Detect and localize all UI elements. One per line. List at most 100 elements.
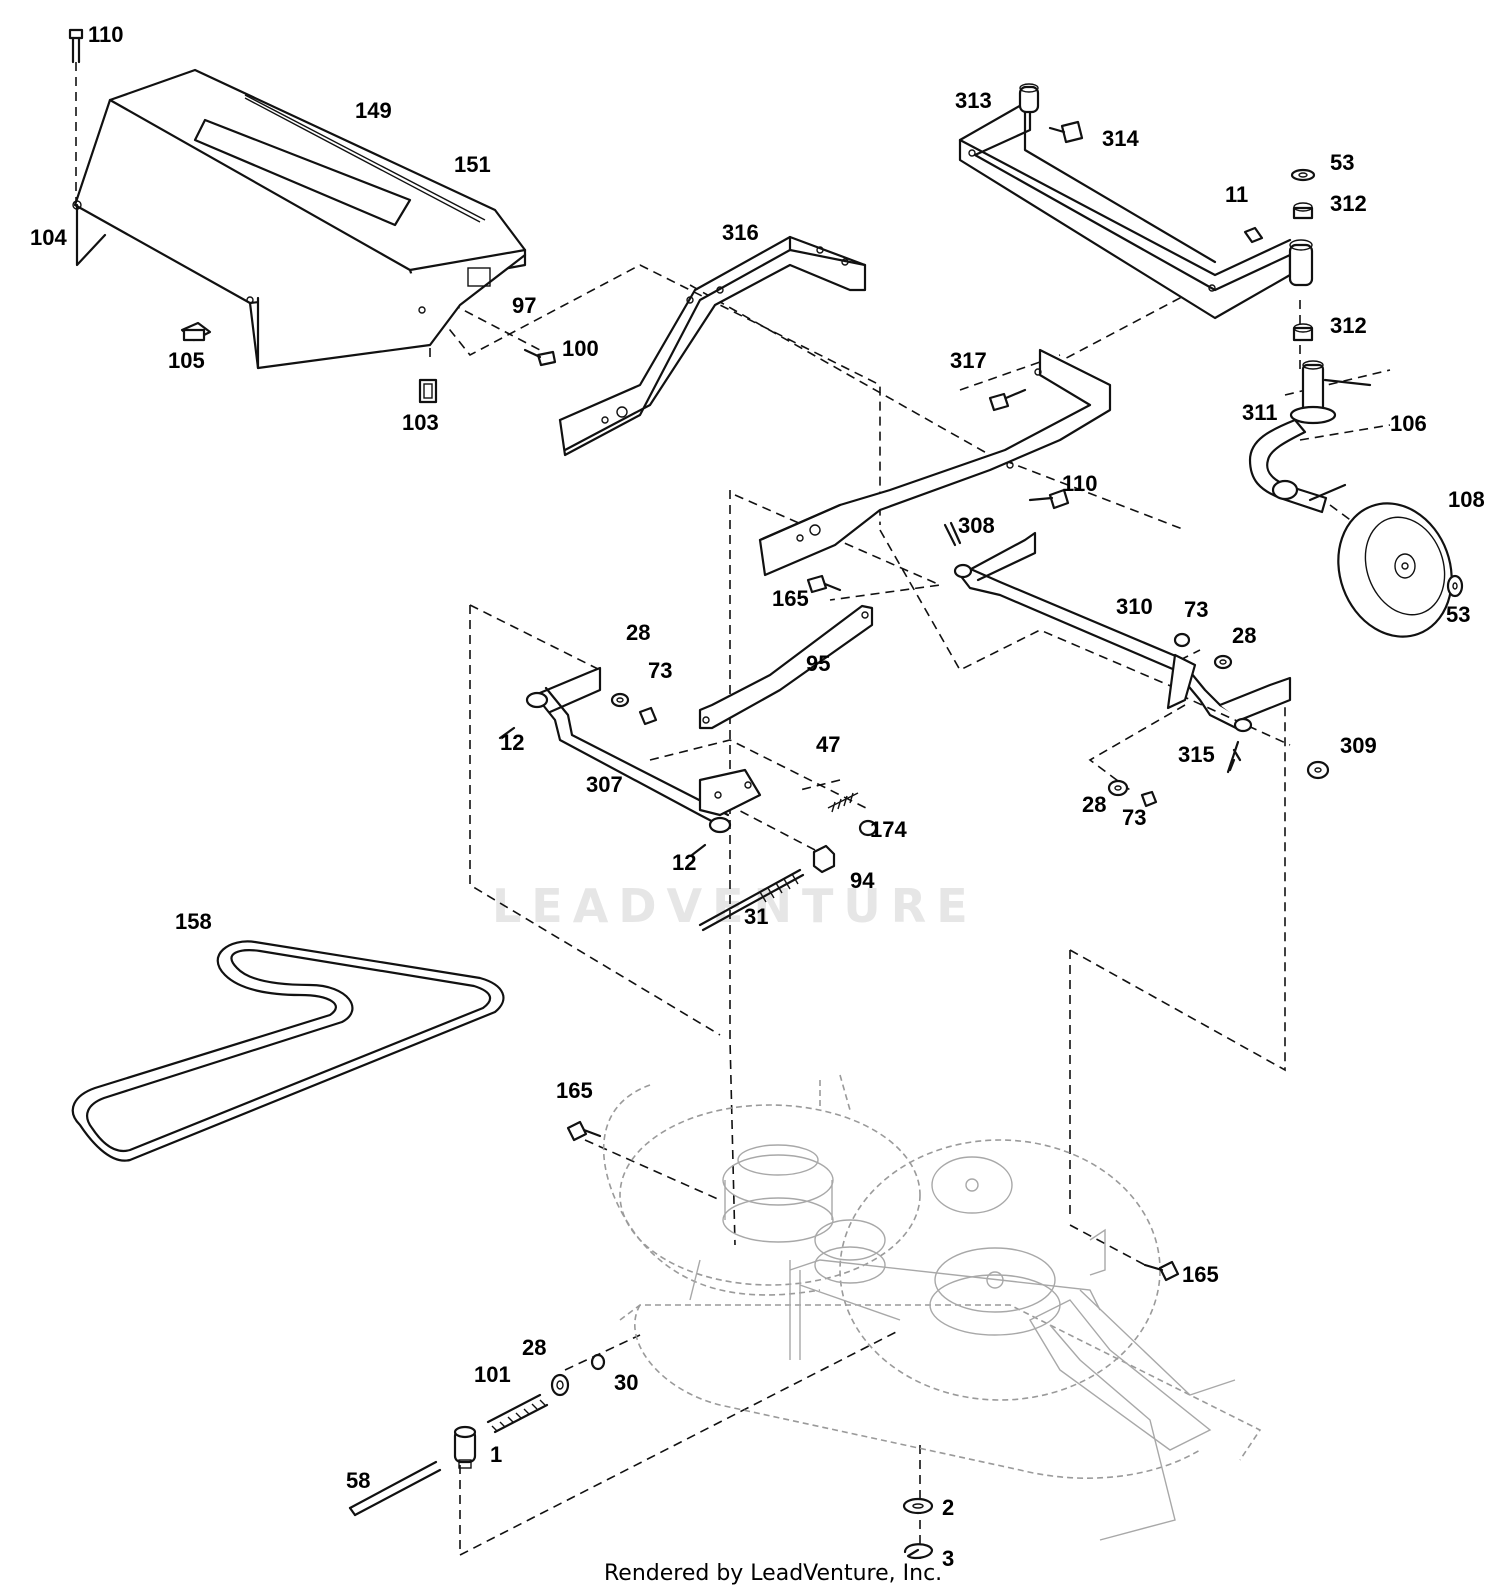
fitting-314 xyxy=(1048,120,1084,144)
screw-317 xyxy=(988,388,1027,412)
bolt-110-mid xyxy=(1028,488,1070,510)
callout-30: 30 xyxy=(614,1370,638,1395)
washer-28-lower xyxy=(1107,779,1129,797)
callout-104: 104 xyxy=(30,225,67,250)
callout-103: 103 xyxy=(402,410,439,435)
nut-73-307 xyxy=(638,706,658,726)
callout-110: 110 xyxy=(1062,471,1098,496)
link-95 xyxy=(698,604,874,730)
callout-106: 106 xyxy=(1390,411,1427,436)
callout-12: 12 xyxy=(672,850,696,875)
belt-cover-assembly xyxy=(72,68,527,370)
callout-310: 310 xyxy=(1116,594,1153,619)
clip-105 xyxy=(180,321,212,342)
bushing-312-top xyxy=(1292,202,1314,220)
callout-94: 94 xyxy=(850,868,875,893)
callout-149: 149 xyxy=(355,98,392,123)
callout-95: 95 xyxy=(806,651,830,676)
callout-174: 174 xyxy=(870,817,907,842)
washer-2 xyxy=(902,1497,934,1515)
footer-credit: Rendered by LeadVenture, Inc. xyxy=(604,1561,942,1586)
callout-101: 101 xyxy=(474,1362,511,1387)
spring-47 xyxy=(827,792,859,813)
callout-labels: 110 149 151 104 105 97 100 103 316 313 3… xyxy=(30,22,1485,1571)
callout-53: 53 xyxy=(1330,150,1354,175)
callout-316: 316 xyxy=(722,220,759,245)
pin-12-upper xyxy=(498,726,516,740)
block-94 xyxy=(812,844,836,874)
bolt-165-deck-right xyxy=(1143,1260,1180,1282)
callout-314: 314 xyxy=(1102,126,1139,151)
knob-1 xyxy=(453,1425,477,1469)
clip-3 xyxy=(903,1543,934,1560)
washer-28-deck xyxy=(550,1373,570,1397)
bolt-110-top xyxy=(68,28,84,64)
nut-174 xyxy=(858,819,878,837)
callout-311: 311 xyxy=(1242,400,1278,425)
rod-31 xyxy=(698,868,805,932)
callout-309: 309 xyxy=(1340,733,1377,758)
callout-97: 97 xyxy=(512,293,536,318)
wheel-108 xyxy=(1337,502,1453,638)
callout-151: 151 xyxy=(454,152,491,177)
callout-308: 308 xyxy=(958,513,995,538)
nut-11 xyxy=(1243,226,1264,244)
callout-105: 105 xyxy=(168,348,205,373)
washer-53-top xyxy=(1290,168,1316,182)
bolt-165-upper xyxy=(806,574,842,594)
callout-312: 312 xyxy=(1330,191,1367,216)
callout-73: 73 xyxy=(1184,597,1208,622)
callout-100: 100 xyxy=(562,336,599,361)
caster-311 xyxy=(1248,360,1337,514)
callout-165: 165 xyxy=(1182,1262,1219,1287)
callout-317: 317 xyxy=(950,348,987,373)
bolt-165-deck-left xyxy=(566,1120,602,1142)
callout-12: 12 xyxy=(500,730,524,755)
washer-28-310 xyxy=(1213,654,1233,670)
pin-308 xyxy=(943,521,962,547)
callout-28: 28 xyxy=(522,1335,546,1360)
screw-100 xyxy=(523,348,557,367)
callout-31: 31 xyxy=(744,904,768,929)
callout-110: 110 xyxy=(88,22,124,47)
callout-313: 313 xyxy=(955,88,992,113)
callout-28: 28 xyxy=(626,620,650,645)
bracket-316 xyxy=(558,235,867,457)
pin-12-lower xyxy=(690,843,707,857)
bushing-312-bottom xyxy=(1292,323,1314,342)
nut-30 xyxy=(590,1353,606,1371)
belt-158 xyxy=(71,940,505,1162)
washer-309 xyxy=(1306,760,1330,780)
pin-106 xyxy=(1308,378,1372,502)
callout-158: 158 xyxy=(175,909,212,934)
callout-58: 58 xyxy=(346,1468,370,1493)
washer-73-310 xyxy=(1173,632,1191,648)
callout-315: 315 xyxy=(1178,742,1215,767)
washer-53-bottom xyxy=(1446,574,1464,598)
callout-1: 1 xyxy=(490,1442,502,1467)
axle-310 xyxy=(953,531,1292,733)
axle-307 xyxy=(525,666,762,834)
callout-307: 307 xyxy=(586,772,623,797)
callout-312: 312 xyxy=(1330,313,1367,338)
callout-53: 53 xyxy=(1446,602,1470,627)
bracket-317 xyxy=(758,348,1112,577)
mower-deck xyxy=(602,1074,1262,1541)
callout-165: 165 xyxy=(772,586,809,611)
callout-11: 11 xyxy=(1225,182,1248,207)
nut-73-lower xyxy=(1140,790,1158,808)
callout-3: 3 xyxy=(942,1546,954,1571)
callout-108: 108 xyxy=(1448,487,1485,512)
washer-28-307 xyxy=(610,692,630,708)
clip-103 xyxy=(418,378,438,404)
callout-2: 2 xyxy=(942,1495,954,1520)
callout-28: 28 xyxy=(1232,623,1256,648)
rod-58 xyxy=(348,1460,442,1517)
callout-73: 73 xyxy=(648,658,672,683)
spring-101 xyxy=(486,1393,549,1434)
pin-315 xyxy=(1226,740,1242,774)
callout-165: 165 xyxy=(556,1078,593,1103)
callout-28: 28 xyxy=(1082,792,1106,817)
callout-47: 47 xyxy=(816,732,840,757)
